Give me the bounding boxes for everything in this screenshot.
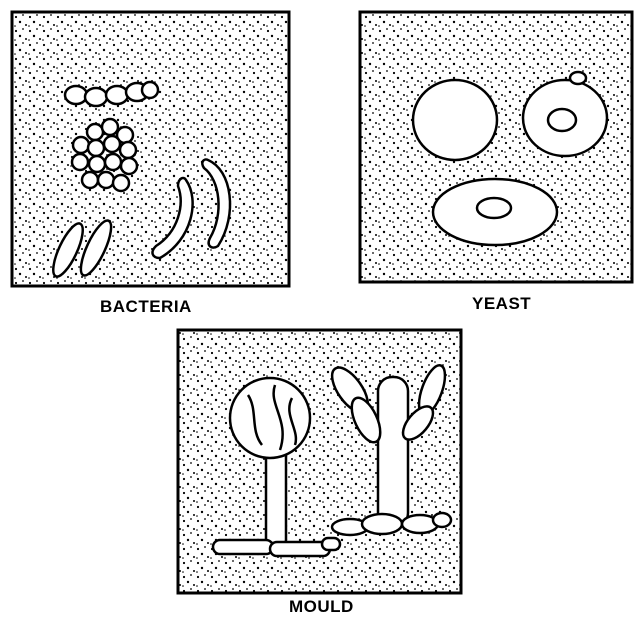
yeast-label: YEAST xyxy=(472,294,531,314)
yeast-bud xyxy=(570,72,586,84)
bacteria-panel xyxy=(12,12,289,286)
mould-panel xyxy=(178,330,461,593)
yeast-panel xyxy=(360,12,632,282)
mould-label: MOULD xyxy=(289,597,354,617)
bacteria-label: BACTERIA xyxy=(100,297,192,317)
sporangium xyxy=(230,378,310,458)
bacteria-frame xyxy=(12,12,289,286)
